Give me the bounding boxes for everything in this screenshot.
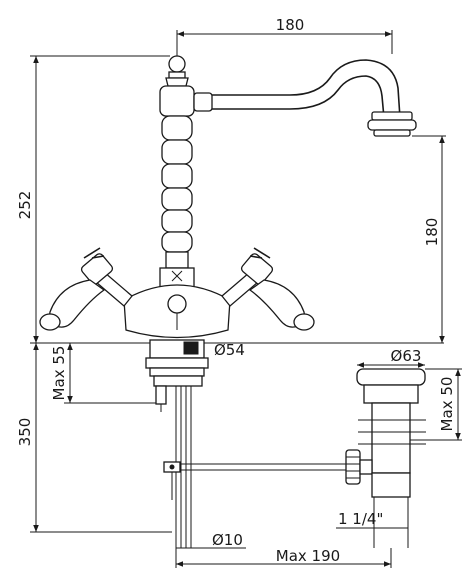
dimension-label: Ø54 bbox=[214, 341, 245, 359]
dimension-waste-max-height: Max 50 bbox=[410, 368, 462, 441]
dimension-label: Ø63 bbox=[391, 347, 422, 365]
spout bbox=[212, 59, 417, 137]
dimension-spout-reach-top: 180 bbox=[176, 16, 393, 56]
dimension-thread-size: 1 1/4" bbox=[336, 510, 408, 529]
dimension-label: 180 bbox=[423, 218, 441, 247]
dimension-label: Max 190 bbox=[276, 547, 340, 565]
dimension-label: 180 bbox=[276, 16, 305, 34]
dimension-overall-height: 252 bbox=[16, 55, 170, 343]
dimension-label: Max 55 bbox=[50, 346, 68, 401]
popup-waste bbox=[345, 368, 426, 548]
dimension-label: 252 bbox=[16, 191, 34, 220]
dimension-pull-rod-diameter: Ø10 bbox=[176, 531, 246, 549]
dimension-label: Max 50 bbox=[438, 377, 456, 432]
dimension-body-diameter: Ø54 bbox=[146, 341, 245, 359]
dimension-spout-height: 180 bbox=[412, 135, 446, 343]
dimension-rod-reach-max: Max 190 bbox=[175, 547, 392, 568]
below-deck-assembly bbox=[145, 339, 346, 548]
dimension-max-deck-thickness: Max 55 bbox=[50, 343, 156, 404]
dimension-waste-flange-diameter: Ø63 bbox=[357, 347, 425, 368]
dimension-label: Ø10 bbox=[212, 531, 243, 549]
dimension-below-deck-length: 350 bbox=[16, 343, 172, 533]
dimension-label: 350 bbox=[16, 418, 34, 447]
faucet-body bbox=[39, 55, 315, 339]
dimension-label: 1 1/4" bbox=[338, 510, 383, 528]
